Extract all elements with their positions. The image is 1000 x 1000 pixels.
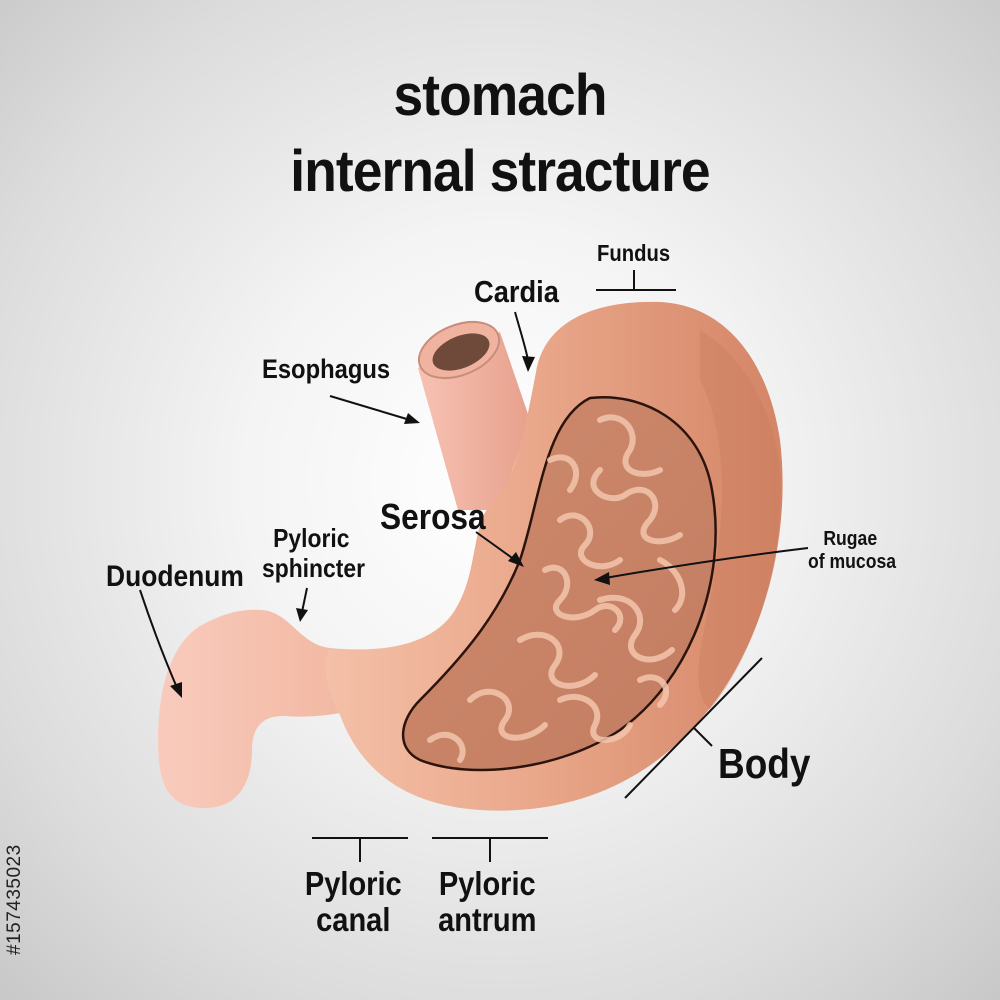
stomach-wall-shading bbox=[698, 330, 781, 710]
label-rugae: Rugae of mucosa bbox=[808, 528, 897, 574]
stock-image-id: #157435023 bbox=[4, 844, 25, 955]
label-rugae-line2: of mucosa bbox=[808, 551, 897, 573]
label-pyloric-canal-line2: canal bbox=[316, 901, 391, 938]
duodenum-shape bbox=[158, 609, 345, 808]
label-cardia: Cardia bbox=[474, 274, 559, 309]
label-rugae-line1: Rugae bbox=[823, 528, 878, 550]
label-pyloric-sphincter-line2: sphincter bbox=[262, 553, 365, 583]
arrow-heads bbox=[170, 356, 610, 698]
label-pyloric-canal: Pyloric canal bbox=[304, 866, 403, 938]
title-line-2: internal stracture bbox=[290, 139, 710, 204]
label-pyloric-antrum: Pyloric antrum bbox=[438, 866, 537, 938]
annotation-lines bbox=[139, 270, 809, 862]
label-esophagus: Esophagus bbox=[262, 354, 391, 384]
label-serosa: Serosa bbox=[380, 496, 486, 537]
label-pyloric-sphincter-line1: Pyloric bbox=[273, 523, 350, 553]
esophagus-lumen bbox=[432, 333, 490, 371]
title-line-1: stomach bbox=[393, 63, 607, 128]
label-pyloric-sphincter: Pyloric sphincter bbox=[262, 523, 365, 583]
label-pyloric-canal-line1: Pyloric bbox=[304, 865, 402, 902]
label-fundus: Fundus bbox=[597, 240, 671, 266]
rugae-folds bbox=[427, 414, 686, 763]
label-pyloric-antrum-line2: antrum bbox=[438, 901, 537, 938]
label-pyloric-antrum-line1: Pyloric bbox=[438, 865, 536, 902]
label-duodenum: Duodenum bbox=[106, 560, 244, 593]
label-body: Body bbox=[718, 740, 811, 787]
